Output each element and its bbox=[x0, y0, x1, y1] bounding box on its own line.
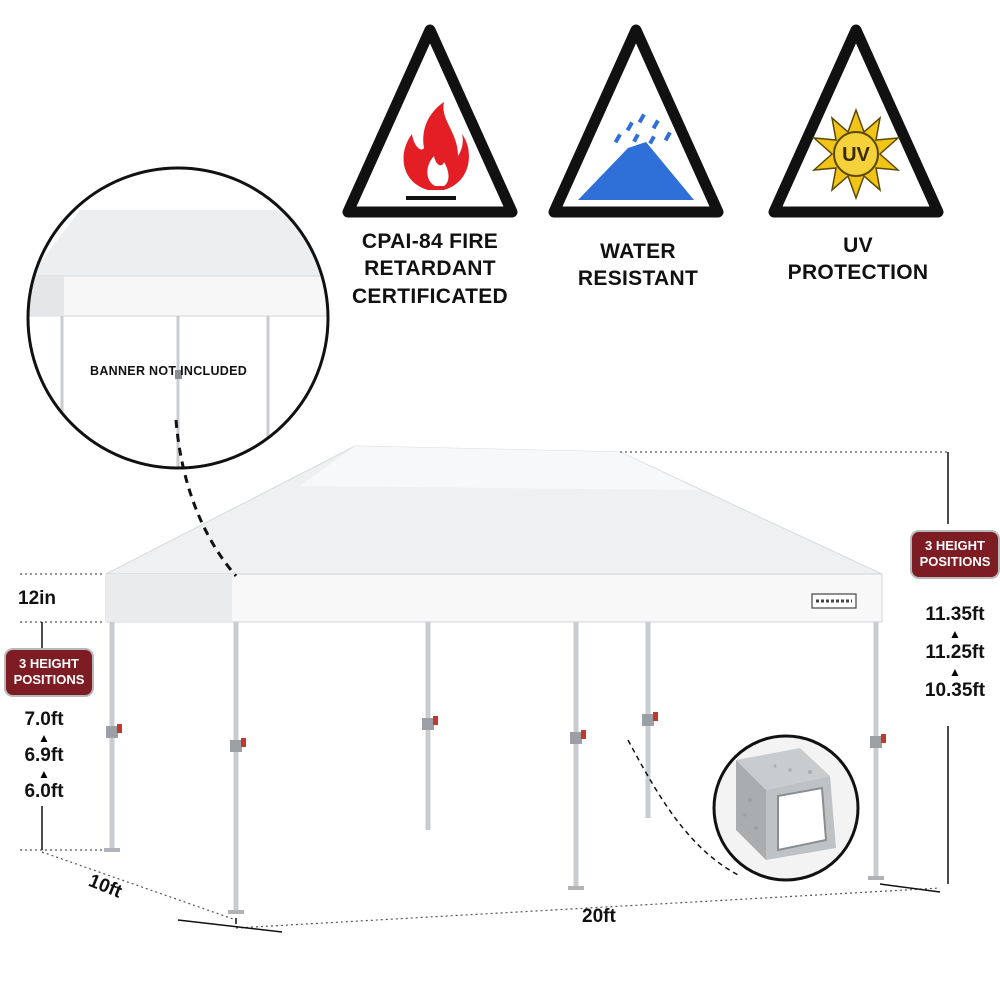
left-height-mid: 6.9ft bbox=[24, 745, 64, 766]
feature-fire-label: CPAI-84 FIRE RETARDANT CERTIFICATED bbox=[351, 230, 509, 308]
banner-not-included-text: BANNER NOT INCLUDED bbox=[90, 364, 248, 378]
left-height-high: 7.0ft bbox=[24, 709, 64, 730]
fire-warning-icon bbox=[342, 24, 518, 218]
width-label: 20ft bbox=[582, 906, 616, 927]
right-height-values: 11.35ft ▲ 11.25ft ▲ 10.35ft bbox=[912, 602, 998, 704]
up-arrow-icon: ▲ bbox=[38, 767, 50, 781]
feature-uv-label: UV PROTECTION bbox=[787, 234, 929, 285]
right-height-low: 10.35ft bbox=[924, 680, 986, 701]
uv-warning-icon: UV bbox=[768, 24, 944, 218]
valance-height-label: 12in bbox=[18, 588, 57, 609]
uv-icon-text: UV bbox=[842, 144, 870, 166]
left-height-values: 7.0ft ▲ 6.9ft ▲ 6.0ft bbox=[18, 708, 70, 804]
right-height-high: 11.35ft bbox=[925, 604, 985, 625]
up-arrow-icon: ▲ bbox=[949, 665, 961, 679]
water-warning-icon bbox=[548, 24, 724, 218]
feature-water-label: WATER RESISTANT bbox=[577, 240, 699, 291]
up-arrow-icon: ▲ bbox=[38, 731, 50, 745]
leg-profile-callout bbox=[714, 736, 858, 880]
left-height-positions-badge: 3 HEIGHT POSITIONS bbox=[6, 650, 92, 695]
right-height-positions-badge: 3 HEIGHT POSITIONS bbox=[912, 532, 998, 577]
banner-zoom-callout bbox=[28, 168, 328, 468]
right-height-mid: 11.25ft bbox=[925, 642, 985, 663]
up-arrow-icon: ▲ bbox=[949, 627, 961, 641]
left-height-low: 6.0ft bbox=[24, 781, 64, 802]
canopy-valance bbox=[105, 573, 883, 623]
